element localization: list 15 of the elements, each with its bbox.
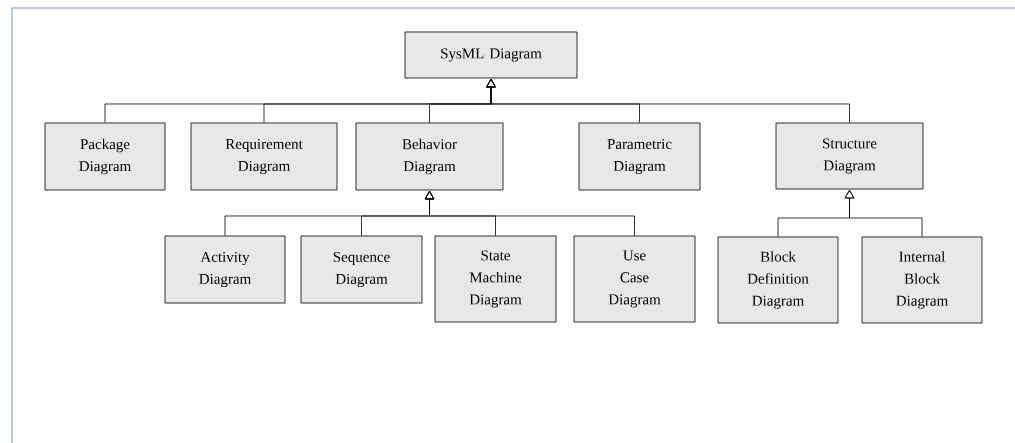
diagram-box: Package Diagram <box>44 122 166 191</box>
diagram-box: State Machine Diagram <box>434 235 557 323</box>
diagram-box: Behavior Diagram <box>355 122 504 191</box>
diagram-box: Activity Diagram <box>164 235 286 304</box>
diagram-box: Use Case Diagram <box>573 235 696 323</box>
diagram-box: Requirement Diagram <box>190 122 338 191</box>
arrow <box>844 189 923 237</box>
diagram-box: Block Definition Diagram <box>717 236 839 324</box>
diagram-box: SysML Diagram <box>404 31 578 79</box>
arrow <box>424 190 635 236</box>
diagram-box: Structure Diagram <box>775 122 924 190</box>
diagram-box: Sequence Diagram <box>300 235 423 304</box>
diagram-box: Parametric Diagram <box>578 122 701 191</box>
diagram-box: Internal Block Diagram <box>861 236 983 324</box>
arrow <box>486 78 850 123</box>
